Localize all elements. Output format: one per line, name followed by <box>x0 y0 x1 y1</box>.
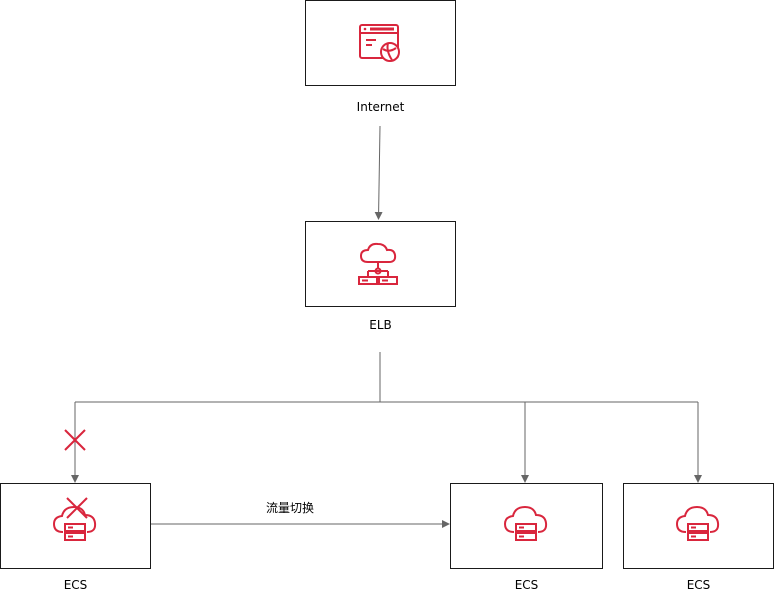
internet-to-elb-arrow <box>374 125 383 220</box>
elb-node <box>305 221 456 307</box>
cloud-server-icon <box>503 505 548 541</box>
elb-label: ELB <box>369 318 392 332</box>
ecs-3-node <box>623 483 774 569</box>
cloud-server-icon <box>675 505 720 541</box>
browser-globe-icon <box>359 24 400 62</box>
ecs-2-label: ECS <box>514 578 539 592</box>
ecs-failed-node <box>0 483 151 569</box>
cloud-load-balancer-icon <box>358 242 398 285</box>
internet-label: Internet <box>356 100 405 114</box>
server-failed-cross-icon <box>66 497 88 519</box>
blocked-path-cross-icon <box>64 429 86 451</box>
ecs-2-node <box>450 483 603 569</box>
internet-node <box>305 0 456 86</box>
failover-label: 流量切换 <box>265 501 314 515</box>
cloud-server-icon <box>52 505 97 541</box>
ecs-3-label: ECS <box>686 578 711 592</box>
ecs-failed-label: ECS <box>63 578 88 592</box>
